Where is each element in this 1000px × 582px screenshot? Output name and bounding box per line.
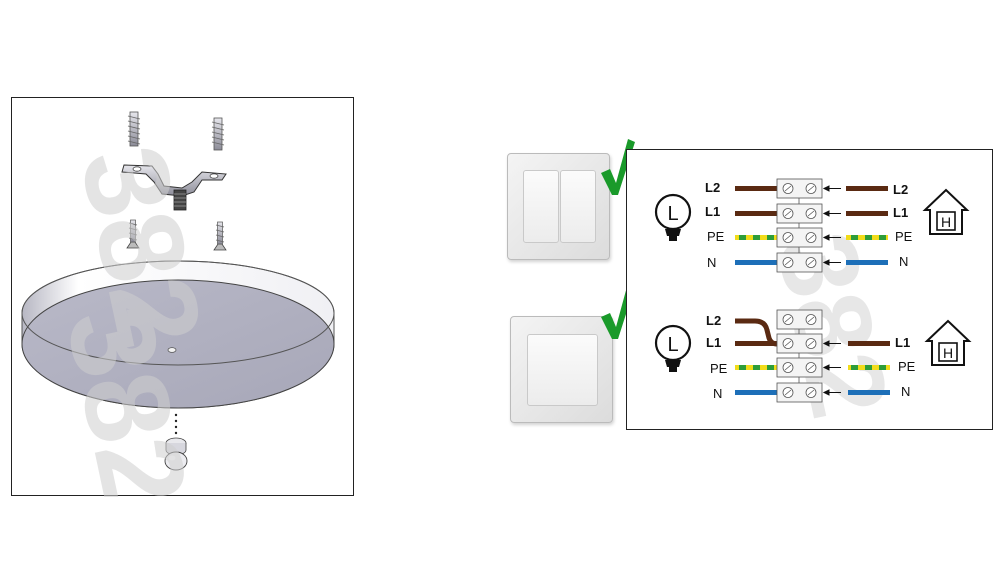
wire-l1 — [848, 341, 890, 346]
cap-nut — [164, 437, 188, 471]
wire-pe — [735, 235, 777, 240]
svg-text:H: H — [941, 214, 951, 230]
wire-l2 — [846, 186, 888, 191]
mounting-diagram-panel: 382 382 — [11, 97, 354, 519]
wire-label: N — [901, 384, 910, 399]
arrow-icon — [822, 340, 841, 396]
wire-pe — [848, 365, 890, 370]
screw — [211, 117, 225, 151]
wire-n — [735, 260, 777, 265]
wire-label: L1 — [706, 335, 721, 350]
lamp-icon: L — [654, 324, 692, 372]
wire-l1 — [846, 211, 888, 216]
double-rocker-switch — [507, 153, 610, 260]
wire-l1 — [735, 211, 777, 216]
rocker-right — [560, 170, 596, 243]
wire-label: N — [899, 254, 908, 269]
wire-pe — [735, 365, 777, 370]
wire-label: L1 — [895, 335, 910, 350]
wire-label: PE — [710, 361, 728, 376]
wire-label: L2 — [706, 313, 721, 328]
single-switch-wiring: L L2 L1 PE N — [654, 309, 972, 403]
mounting-exploded-view: 382 382 — [21, 111, 335, 519]
lamp-icon: L — [654, 193, 692, 241]
terminal-block — [776, 309, 823, 403]
wire-label: L2 — [893, 182, 908, 197]
wiring-diagrams: 382 L L2 L1 PE N — [654, 178, 972, 428]
double-switch-wiring: L L2 L1 PE N — [654, 178, 970, 273]
wire-l2 — [735, 186, 777, 191]
watermark: 382 382 — [41, 135, 228, 519]
wiring-diagram-panel: 382 L L2 L1 PE N — [626, 149, 993, 430]
screw — [126, 219, 140, 249]
wire-label: PE — [895, 229, 913, 244]
terminal-block — [776, 178, 823, 273]
house-icon: H — [924, 319, 972, 366]
wire-n — [735, 390, 777, 395]
wire-l1 — [735, 341, 777, 346]
wire-label: N — [713, 386, 722, 401]
wire-label: PE — [898, 359, 916, 374]
rocker-left — [523, 170, 559, 243]
svg-text:H: H — [943, 345, 953, 361]
wire-n — [846, 260, 888, 265]
arrow-icon — [822, 185, 841, 266]
wire-label: L1 — [893, 205, 908, 220]
single-rocker-switch — [510, 316, 613, 423]
svg-text:L: L — [667, 203, 678, 225]
wire-label: N — [707, 255, 716, 270]
wire-label: PE — [707, 229, 725, 244]
ceiling-canopy — [21, 260, 335, 409]
wire-pe — [846, 235, 888, 240]
rocker — [527, 334, 598, 406]
wire-label: L1 — [705, 204, 720, 219]
svg-text:L: L — [667, 334, 678, 356]
assembly-guide-dots — [174, 413, 178, 435]
screw — [127, 111, 141, 147]
screw — [213, 221, 227, 251]
house-icon: H — [922, 188, 970, 235]
wire-label: L2 — [705, 180, 720, 195]
wire-n — [848, 390, 890, 395]
mounting-bracket — [121, 164, 227, 211]
